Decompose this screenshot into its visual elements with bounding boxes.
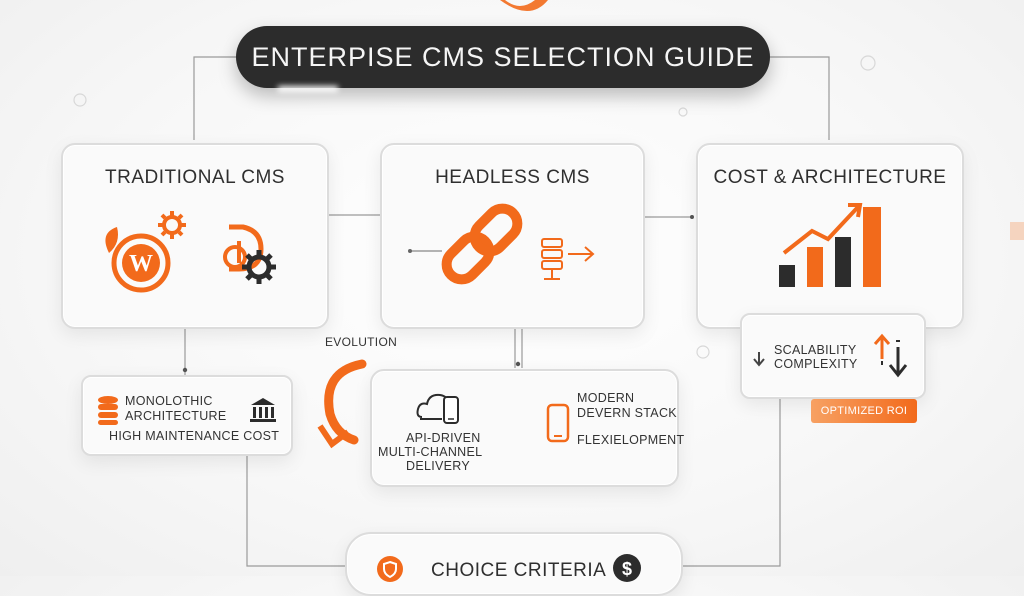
api-line3: DELIVERY	[406, 459, 471, 473]
highlight-blur	[278, 86, 338, 92]
modern-line1: MODERN	[577, 391, 635, 405]
page-title: ENTERPISE CMS SELECTION GUIDE	[236, 26, 770, 88]
monolithic-line2: ARCHITECTURE	[125, 409, 227, 423]
svg-text:$: $	[622, 559, 632, 579]
monolithic-card[interactable]: MONOLOTHIC ARCHITECTURE HIGH MAINTENANCE…	[81, 375, 293, 456]
traditional-cms-card[interactable]: TRADITIONAL CMS W	[61, 143, 329, 329]
optimized-roi-badge: OPTIMIZED ROI	[811, 399, 917, 423]
svg-text:W: W	[129, 251, 153, 277]
monolithic-line1: MONOLOTHIC	[125, 394, 213, 408]
cost-architecture-card[interactable]: COST & ARCHITECTURE	[696, 143, 964, 329]
api-line2: MULTI-CHANNEL	[378, 445, 483, 459]
shield-icon	[377, 556, 403, 582]
arrows-up-down-icon	[873, 333, 908, 378]
growth-bar-chart-icon	[779, 203, 881, 287]
headless-cms-card[interactable]: HEADLESS CMS	[380, 143, 645, 329]
flex-line: FLEXIELOPMENT	[577, 433, 685, 447]
scalability-card[interactable]: SCALABILITY COMPLEXITY	[740, 313, 926, 399]
database-icon	[98, 396, 118, 425]
choice-criteria-card[interactable]: CHOICE CRITERIA $	[345, 532, 683, 596]
cloud-phone-icon	[416, 393, 459, 424]
scalability-line2: COMPLEXITY	[774, 357, 858, 371]
wordpress-icon: W	[105, 227, 171, 293]
cog-icon	[242, 250, 276, 284]
gear-icon	[158, 211, 186, 239]
scalability-line1: SCALABILITY	[774, 343, 857, 357]
cost-architecture-title: COST & ARCHITECTURE	[713, 167, 947, 188]
modern-line2: DEVERN STACK	[577, 406, 677, 420]
chain-link-icon	[408, 203, 523, 285]
bank-icon	[250, 398, 276, 422]
arrow-down-icon	[753, 352, 765, 367]
evolution-arrow-icon	[317, 359, 367, 449]
dollar-icon: $	[613, 554, 641, 582]
server-arrow-icon	[541, 238, 595, 280]
headless-cms-title: HEADLESS CMS	[435, 167, 590, 188]
evolution-label: EVOLUTION	[325, 335, 398, 349]
headless-details-card[interactable]: API-DRIVEN MULTI-CHANNEL DELIVERY MODERN…	[370, 369, 684, 487]
monolithic-line3: HIGH MAINTENANCE COST	[109, 429, 280, 443]
api-line1: API-DRIVEN	[406, 431, 481, 445]
traditional-cms-title: TRADITIONAL CMS	[105, 167, 285, 188]
choice-criteria-label: CHOICE CRITERIA	[431, 560, 607, 581]
mobile-icon	[546, 403, 570, 443]
